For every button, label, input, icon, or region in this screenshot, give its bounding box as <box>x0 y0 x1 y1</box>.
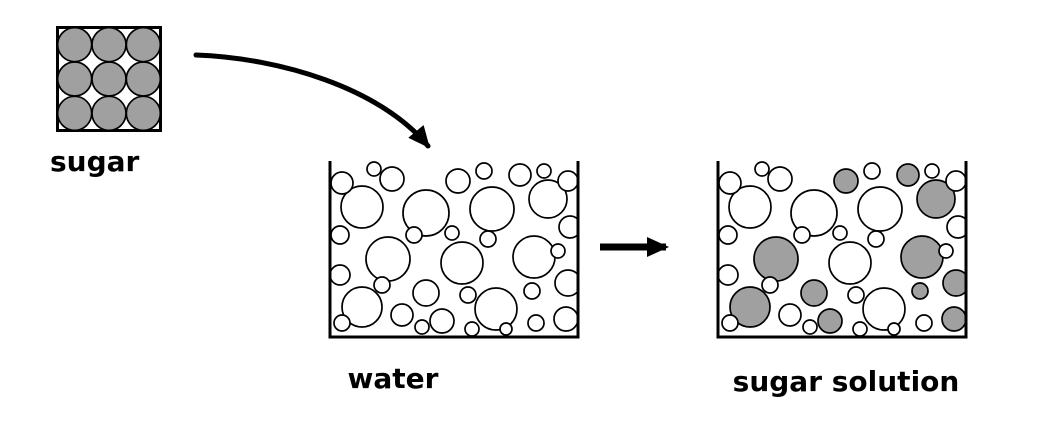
water-particle <box>499 322 513 336</box>
water-particle <box>469 186 515 232</box>
sugar-particle <box>56 61 93 97</box>
water-particle <box>512 235 556 279</box>
water-particle <box>429 308 455 334</box>
water-particle <box>330 171 354 195</box>
solution-particles-area <box>717 161 967 337</box>
water-particle <box>459 286 477 304</box>
water-particle <box>341 286 383 328</box>
sugar-particle <box>125 61 162 97</box>
water-particle <box>402 189 450 237</box>
water-particles <box>329 161 579 337</box>
water-particle <box>938 243 954 259</box>
water-particle <box>412 279 440 307</box>
water-particle <box>445 168 471 194</box>
water-particle <box>373 276 391 294</box>
water-particle <box>718 225 738 245</box>
water-particle <box>867 230 885 248</box>
water-particle <box>365 236 411 282</box>
water-particle <box>767 166 793 192</box>
water-particle <box>887 322 901 336</box>
sugar-particle <box>900 235 944 279</box>
sugar-particle <box>942 269 967 297</box>
pour-arrow <box>193 52 431 149</box>
water-particles-area <box>329 161 579 337</box>
water-beaker <box>328 161 580 339</box>
water-particle <box>475 162 493 180</box>
sugar-particle <box>916 179 956 219</box>
water-particle <box>528 179 568 219</box>
water-label: water <box>348 362 439 395</box>
water-particle <box>330 225 350 245</box>
water-particle <box>379 166 405 192</box>
sugar-particle <box>56 26 93 63</box>
water-particle <box>852 321 868 337</box>
sugar-particle <box>753 236 799 282</box>
water-particle <box>946 215 967 239</box>
water-particle <box>508 163 532 187</box>
sugar-label: sugar <box>50 145 140 178</box>
sugar-box <box>56 26 162 132</box>
water-particle <box>333 314 351 332</box>
water-particle <box>405 226 423 244</box>
water-particle <box>915 314 933 332</box>
sugar-particle <box>896 163 920 187</box>
water-particle <box>717 264 739 286</box>
water-particle <box>790 189 838 237</box>
water-particle <box>550 243 566 259</box>
water-particle <box>857 186 903 232</box>
sugar-particle <box>833 168 859 194</box>
sugar-particle <box>911 282 929 300</box>
water-particle <box>863 162 881 180</box>
solution-label: sugar solution <box>733 365 960 398</box>
water-particle <box>329 264 351 286</box>
water-particle <box>554 269 579 297</box>
water-particle <box>340 185 384 229</box>
water-particle <box>778 303 802 327</box>
water-particle <box>558 215 579 239</box>
solution-particles <box>717 161 967 337</box>
water-particle <box>366 161 382 177</box>
water-particle <box>832 225 848 241</box>
sugar-particle <box>91 26 127 63</box>
water-particle <box>761 276 779 294</box>
water-particle <box>536 163 552 179</box>
sugar-particle <box>800 279 828 307</box>
water-particle <box>847 286 865 304</box>
sugar-particle <box>91 95 127 132</box>
solution-beaker <box>716 161 968 339</box>
water-particle <box>523 282 541 300</box>
water-particle <box>945 170 967 192</box>
water-beaker-outline <box>328 161 580 339</box>
water-particle <box>474 287 518 331</box>
water-particle <box>718 171 742 195</box>
water-particle <box>553 306 579 332</box>
water-particle <box>444 225 460 241</box>
sugar-particle <box>729 286 771 328</box>
sugar-particles-grid <box>56 26 162 132</box>
water-particle <box>390 303 414 327</box>
sugar-particle <box>125 95 162 132</box>
water-particle <box>414 319 430 335</box>
sugar-particle <box>941 306 967 332</box>
water-particle <box>862 287 906 331</box>
sugar-particle <box>817 308 843 334</box>
water-particle <box>924 163 940 179</box>
water-particle <box>828 241 872 285</box>
sugar-particle <box>125 26 162 63</box>
sugar-particle <box>91 61 127 97</box>
water-particle <box>557 170 579 192</box>
water-particle <box>527 314 545 332</box>
water-particle <box>479 230 497 248</box>
water-particle <box>802 319 818 335</box>
water-particle <box>754 161 770 177</box>
water-particle <box>464 321 480 337</box>
water-particle <box>728 185 772 229</box>
water-particle <box>721 314 739 332</box>
sugar-particle <box>56 95 93 132</box>
solution-beaker-outline <box>716 161 968 339</box>
water-particle <box>793 226 811 244</box>
water-particle <box>440 241 484 285</box>
